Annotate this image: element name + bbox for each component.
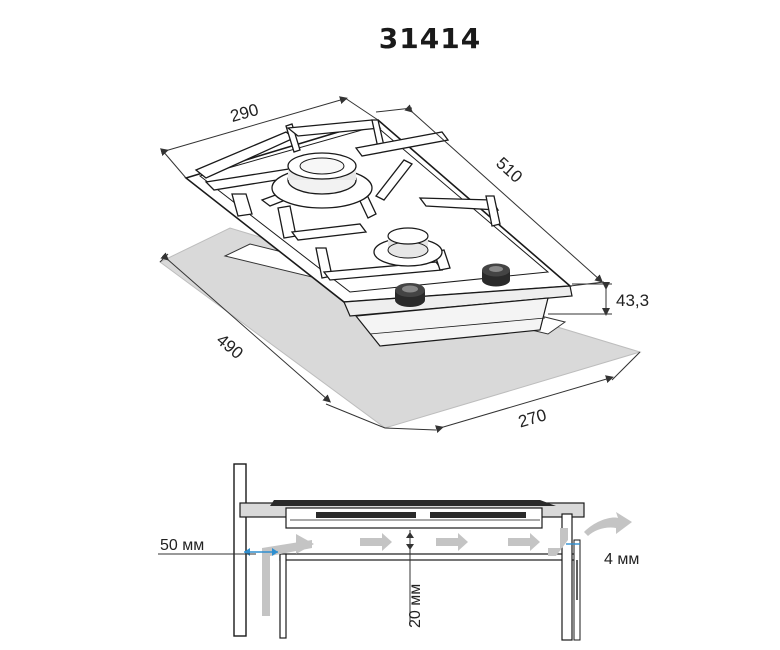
label-gap-left: 50 мм <box>160 537 204 554</box>
installation-section: 50 мм 20 мм 4 мм <box>158 463 639 641</box>
hob-body <box>354 297 549 347</box>
dim-cutout-depth: 490 <box>213 330 247 363</box>
cabinet-side-left <box>279 553 287 639</box>
dim-top-width: 290 <box>228 100 261 126</box>
cabinet-side-right <box>561 513 573 641</box>
cabinet-shelf <box>279 553 577 561</box>
burner-large <box>271 152 373 209</box>
dim-height: 43,3 <box>616 291 649 310</box>
control-knob-right <box>482 263 510 287</box>
dimension-lines <box>159 96 641 433</box>
hob-drawing: 290 510 43,3 490 270 <box>159 96 649 433</box>
label-gap-vertical: 20 мм <box>407 584 424 628</box>
label-gap-right: 4 мм <box>604 551 639 568</box>
hob-front-edge <box>343 285 573 317</box>
wall-left <box>233 463 247 637</box>
dim-top-depth: 510 <box>492 154 526 187</box>
control-knob-left <box>395 283 425 307</box>
airflow-arrows <box>262 512 632 616</box>
hob-section-top <box>270 500 556 506</box>
gap-vertical-arrow <box>406 530 414 626</box>
model-number: 31414 <box>378 22 482 55</box>
dim-cutout-width: 270 <box>516 405 549 431</box>
